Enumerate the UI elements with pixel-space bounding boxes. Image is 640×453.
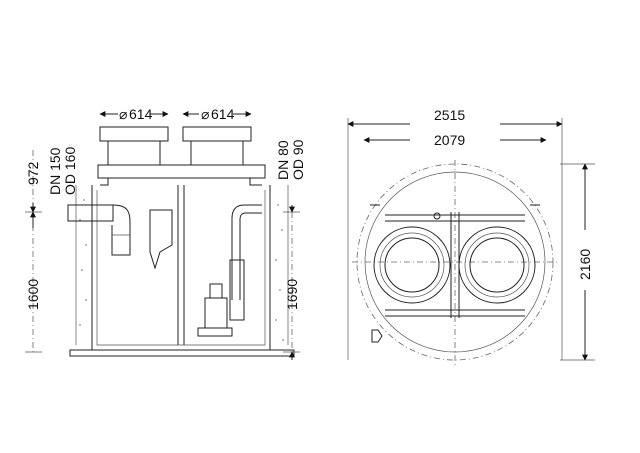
diameter-icon: ⌀ <box>201 106 209 122</box>
plan-view: 2515 2079 2160 <box>347 107 595 365</box>
dim-cover-right: ⌀ 614 <box>182 106 252 122</box>
inlet-pipe <box>67 204 131 256</box>
inlet-od: OD 160 <box>62 147 78 195</box>
width-outer-value: 2515 <box>434 107 465 123</box>
dim-cover-left: ⌀ 614 <box>99 106 169 122</box>
depth-value: 2160 <box>577 249 593 280</box>
dim-height-left: 972 1600 DN 150 OD 160 <box>25 147 78 353</box>
dim-height-right: 1690 DN 80 OD 90 <box>275 139 306 360</box>
cover-right-value: 614 <box>211 106 235 122</box>
diameter-icon: ⌀ <box>119 106 127 122</box>
outlet-od: OD 90 <box>290 139 306 180</box>
width-inner-value: 2079 <box>434 132 465 148</box>
cover-left <box>99 126 169 165</box>
top-plate <box>97 164 266 179</box>
baffle <box>149 209 173 270</box>
tank-wall <box>91 185 271 351</box>
partition-wall <box>177 185 185 345</box>
cover-left-value: 614 <box>129 106 153 122</box>
pump <box>197 259 245 337</box>
soil-fill <box>79 199 284 341</box>
outlet-pipe <box>231 204 262 300</box>
dim-width-inner: 2079 <box>363 132 547 148</box>
dim-width-outer: 2515 <box>347 107 563 360</box>
plan-cover-left <box>373 226 451 304</box>
plan-cover-right <box>458 226 536 304</box>
inlet-dn: DN 150 <box>47 147 63 195</box>
height-right-value: 1690 <box>284 279 300 310</box>
section-view: ⌀ 614 ⌀ 614 972 1600 DN 150 OD 160 <box>25 106 306 360</box>
height-left-value: 1600 <box>25 279 41 310</box>
outlet-dn: DN 80 <box>275 140 291 180</box>
height-top-value: 972 <box>25 161 41 185</box>
cover-right <box>182 126 252 165</box>
base-slab <box>69 349 295 357</box>
dim-depth: 2160 <box>560 163 595 361</box>
